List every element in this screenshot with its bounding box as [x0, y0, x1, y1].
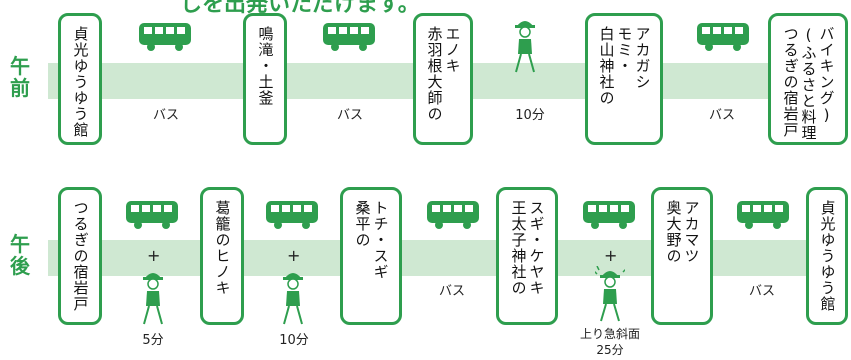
- bus-icon: [583, 201, 635, 229]
- stop-line: バイキング): [817, 26, 836, 125]
- stop-box: トチ・スギ 桑平の: [340, 187, 402, 325]
- stop-line: つるぎの宿岩戸: [71, 200, 90, 312]
- morning-label: 午前: [10, 54, 30, 100]
- stop-line: (ふるさと料理: [799, 26, 818, 141]
- stop-line: 貞光ゆうゆう館: [818, 200, 837, 312]
- stop-line: 葛籠のヒノキ: [213, 200, 232, 296]
- stop-box: スギ・ケヤキ 王太子神社の: [496, 187, 558, 325]
- leg-label: バス: [152, 108, 179, 123]
- afternoon-label: 午後: [10, 232, 30, 278]
- stop-line: 貞光ゆうゆう館: [71, 26, 90, 138]
- bus-icon: [126, 201, 178, 229]
- stop-line: 鳴滝・土釜: [256, 26, 275, 106]
- hiker-icon: [143, 273, 163, 325]
- leg-label: バス: [438, 284, 465, 299]
- leg-label: バス: [336, 108, 363, 123]
- leg-label: 10分: [515, 108, 545, 123]
- stop-line: エノキ: [443, 26, 462, 74]
- leg-label: 5分: [142, 333, 164, 348]
- stop-box: つるぎの宿岩戸: [58, 187, 102, 325]
- stop-line: つるぎの宿岩戸: [781, 26, 800, 138]
- plus-sign: +: [604, 246, 618, 265]
- stop-line: トチ・スギ: [371, 200, 390, 280]
- leg-label-duration: 25分: [596, 343, 624, 357]
- plus-sign: +: [147, 246, 161, 265]
- bus-icon: [697, 23, 749, 51]
- leg-label: バス: [708, 108, 735, 123]
- stop-box: 貞光ゆうゆう館: [806, 187, 848, 325]
- stop-box: エノキ 赤羽根大師の: [413, 13, 473, 145]
- stop-line: 白山神社の: [597, 26, 616, 106]
- stop-box: 葛籠のヒノキ: [200, 187, 244, 325]
- stop-line: 桑平の: [353, 200, 372, 248]
- leg-label: バス: [748, 284, 775, 299]
- stop-line: 奥大野の: [664, 200, 683, 264]
- sweating-hiker-icon: [595, 266, 625, 322]
- bus-icon: [427, 201, 479, 229]
- stop-line: スギ・ケヤキ: [527, 200, 546, 296]
- stop-line: アカガシ: [633, 26, 652, 90]
- stop-line: アカマツ: [682, 200, 701, 264]
- stop-line: 赤羽根大師の: [425, 26, 444, 122]
- stop-line: 王太子神社の: [509, 200, 528, 296]
- leg-label: 上り急斜面: [579, 327, 640, 341]
- bus-icon: [266, 201, 318, 229]
- leg-label: 10分: [279, 333, 309, 348]
- bus-icon: [323, 23, 375, 51]
- page-title: しを出発いただけます。: [180, 0, 420, 17]
- hiker-icon: [283, 273, 303, 325]
- stop-box: アカガシ モミ・ 白山神社の: [585, 13, 663, 145]
- hiker-icon: [515, 21, 535, 73]
- stop-box: 鳴滝・土釜: [243, 13, 287, 145]
- stop-box: 貞光ゆうゆう館: [58, 13, 102, 145]
- bus-icon: [139, 23, 191, 51]
- stop-line: モミ・: [615, 26, 634, 74]
- bus-icon: [737, 201, 789, 229]
- stop-box: バイキング) (ふるさと料理 つるぎの宿岩戸: [768, 13, 848, 145]
- plus-sign: +: [287, 246, 301, 265]
- stop-box: アカマツ 奥大野の: [651, 187, 713, 325]
